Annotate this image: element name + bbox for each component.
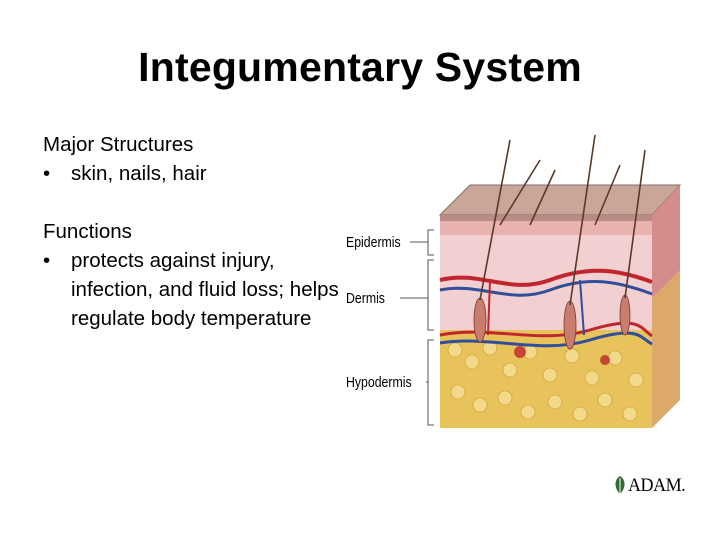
functions-heading: Functions [43,220,132,243]
skin-diagram-illustration [400,134,682,428]
functions-item-text: protects against injury, infection, and … [71,249,339,330]
slide-title: Integumentary System [138,44,582,90]
epidermis-label: Epidermis [346,234,401,251]
bullet-marker: • [43,249,51,272]
leaf-icon [615,476,625,494]
structures-item-text: skin, nails, hair [71,162,207,185]
content-text: Major Structures • skin, nails, hair Fun… [43,130,343,333]
skin-cross-section-diagram: Epidermis Dermis Hypodermis [340,130,700,440]
adam-logo: ADAM. [612,474,692,498]
hypodermis-label: Hypodermis [346,374,412,391]
structures-bullet-item: • skin, nails, hair [43,159,343,188]
functions-bullet-item: • protects against injury, infection, an… [43,246,343,333]
logo-text: ADAM. [628,475,686,496]
bullet-marker: • [43,162,51,185]
structures-heading: Major Structures [43,133,194,156]
dermis-label: Dermis [346,290,385,307]
